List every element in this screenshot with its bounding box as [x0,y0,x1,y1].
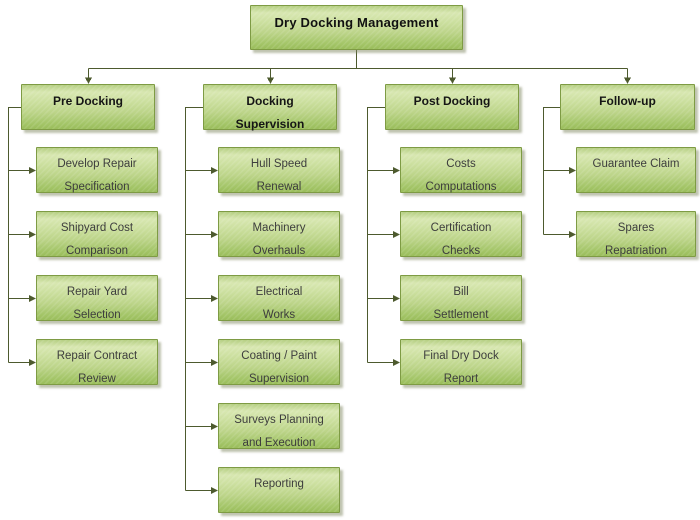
node-shipyard-cost-comparison: Shipyard Cost Comparison [36,211,158,257]
node-repair-yard-selection: Repair Yard Selection [36,275,158,321]
node-bill-settlement: Bill Settlement [400,275,522,321]
node-surveys-planning-and-execution: Surveys Planning and Execution [218,403,340,449]
branch-header-docking-supervision: Docking Supervision [203,84,337,131]
branch-header-pre-docking: Pre Docking [21,84,155,130]
branch-header-follow-up: Follow-up [560,84,695,130]
node-spares-repatriation: Spares Repatriation [576,211,696,257]
node-coating-paint-supervision: Coating / Paint Supervision [218,339,340,385]
node-repair-contract-review: Repair Contract Review [36,339,158,385]
branch-header-post-docking: Post Docking [385,84,519,130]
node-develop-repair-specification: Develop Repair Specification [36,147,158,193]
node-certification-checks: Certification Checks [400,211,522,257]
node-electrical-works: Electrical Works [218,275,340,321]
root-node-title: Dry Docking Management [250,5,463,50]
node-costs-computations: Costs Computations [400,147,522,193]
node-machinery-overhauls: Machinery Overhauls [218,211,340,257]
node-reporting: Reporting [218,467,340,513]
node-guarantee-claim: Guarantee Claim [576,147,696,193]
node-hull-speed-renewal: Hull Speed Renewal [218,147,340,193]
node-final-dry-dock-report: Final Dry Dock Report [400,339,522,385]
